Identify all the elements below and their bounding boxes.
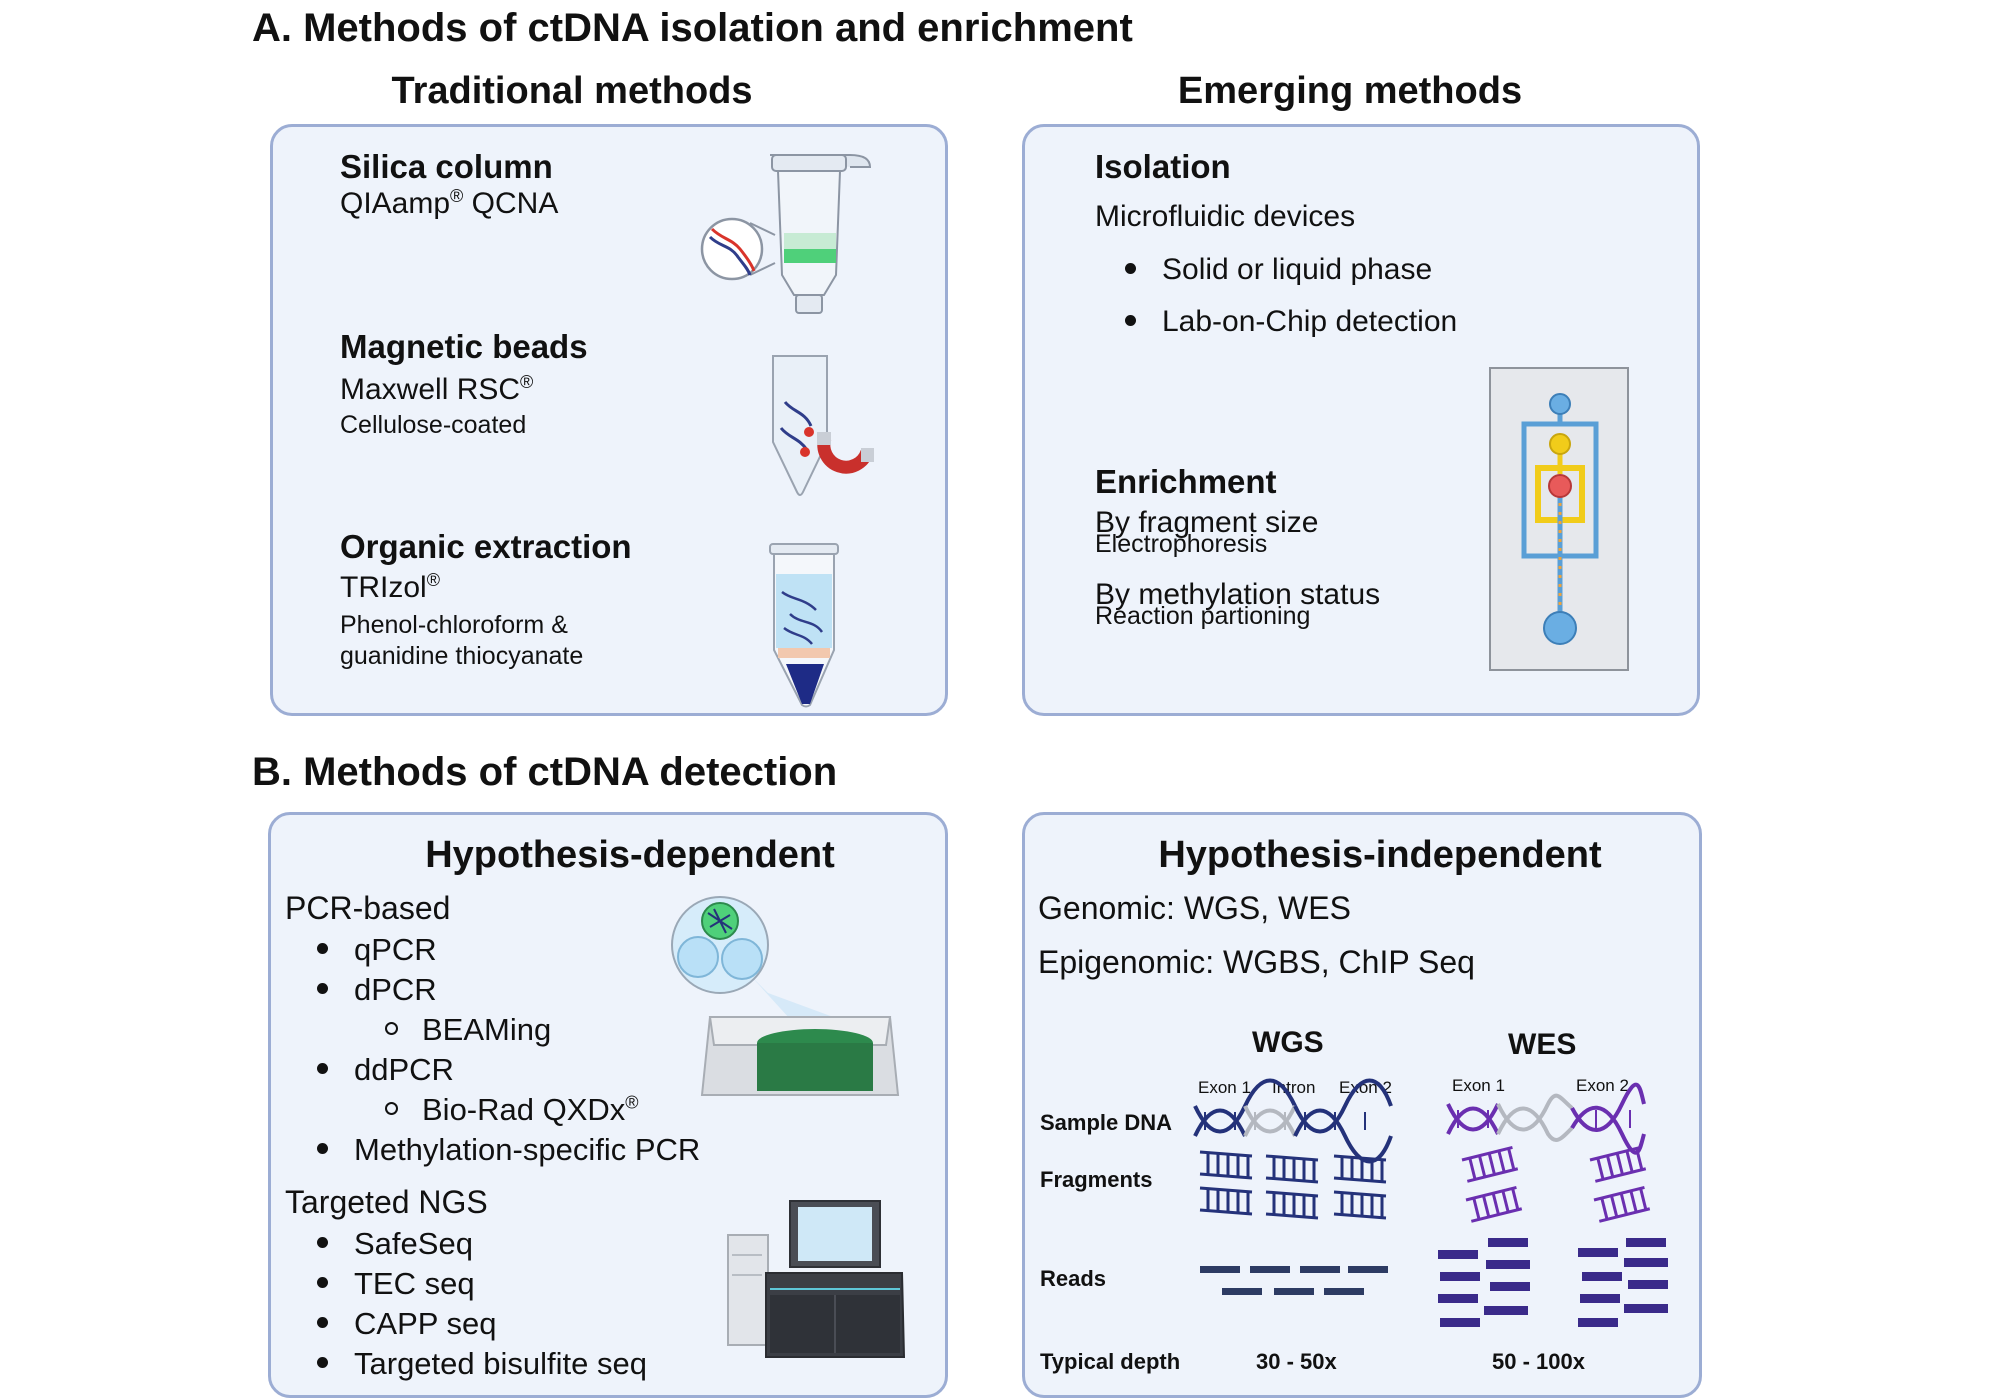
wgs-intron-label: Intron (1272, 1078, 1316, 1097)
isolation-bullet-1: Solid or liquid phase (1125, 253, 1432, 287)
dependent-header: Hypothesis-dependent (425, 834, 835, 876)
wes-sample-dna-icon (1446, 1082, 1646, 1155)
magnetic-note: Cellulose-coated (340, 411, 527, 439)
enrichment-title: Enrichment (1095, 463, 1277, 500)
isolation-subtitle: Microfluidic devices (1095, 200, 1356, 233)
safeseq-item: SafeSeq (317, 1226, 473, 1262)
wgs-sample-dna-icon (1193, 1078, 1393, 1164)
ddpcr-instrument-icon (671, 896, 900, 1096)
wgs-reads-icon (1200, 1266, 1388, 1295)
tecseq-item: TEC seq (317, 1266, 475, 1302)
organic-title: Organic extraction (340, 528, 632, 565)
pcr-based-label: PCR-based (285, 890, 451, 926)
wgs-title: WGS (1252, 1026, 1324, 1059)
organic-product: TRIzol® (340, 570, 440, 604)
wgs-fragments-icon (1199, 1150, 1387, 1220)
wes-depth: 50 - 100x (1492, 1349, 1585, 1374)
enrichment-line-1: By fragment size (1095, 506, 1319, 539)
typical-depth-label: Typical depth (1040, 1349, 1181, 1374)
reads-label: Reads (1040, 1266, 1107, 1291)
organic-note-2: guanidine thiocyanate (340, 642, 584, 670)
silica-column-icon (700, 154, 872, 314)
targeted-ngs-label: Targeted NGS (285, 1184, 488, 1220)
beaming-item: BEAMing (385, 1012, 551, 1048)
cappseq-item: CAPP seq (317, 1306, 496, 1342)
isolation-title: Isolation (1095, 148, 1231, 185)
magnetic-beads-icon (772, 355, 874, 496)
wes-exon2-label: Exon 2 (1576, 1076, 1629, 1095)
emerging-header: Emerging methods (1177, 70, 1523, 112)
qpcr-item: qPCR (317, 932, 437, 968)
ngs-sequencer-icon (727, 1200, 906, 1358)
organic-tube-icon (769, 543, 839, 708)
isolation-bullet-2: Lab-on-Chip detection (1125, 305, 1457, 339)
fragments-label: Fragments (1040, 1167, 1153, 1192)
epigenomic-line: Epigenomic: WGBS, ChIP Seq (1038, 944, 1475, 980)
traditional-header: Traditional methods (391, 70, 753, 112)
ddpcr-item: ddPCR (317, 1052, 454, 1088)
wes-reads-icon (1438, 1238, 1668, 1327)
section-a-title: A. Methods of ctDNA isolation and enrich… (252, 6, 1133, 50)
msp-item: Methylation-specific PCR (317, 1132, 700, 1168)
sample-dna-label: Sample DNA (1040, 1110, 1173, 1135)
magnetic-product: Maxwell RSC® (340, 372, 534, 406)
microfluidic-chip-icon (1489, 367, 1629, 671)
bisulfite-item: Targeted bisulfite seq (317, 1346, 647, 1382)
wes-title: WES (1508, 1028, 1577, 1061)
enrichment-line-2: By methylation status (1095, 578, 1381, 611)
silica-product: QIAamp® QCNA (340, 186, 559, 220)
independent-header: Hypothesis-independent (1158, 834, 1602, 876)
enrichment-line-1-sub: Electrophoresis (1095, 530, 1268, 558)
magnetic-title: Magnetic beads (340, 328, 588, 365)
wes-exon1-label: Exon 1 (1452, 1076, 1505, 1095)
biorad-item: Bio-Rad QXDx® (385, 1092, 639, 1128)
silica-title: Silica column (340, 148, 553, 185)
dpcr-item: dPCR (317, 972, 437, 1008)
organic-note-1: Phenol-chloroform & (340, 611, 568, 639)
wes-fragments-icon (1461, 1145, 1651, 1223)
wgs-exon1-label: Exon 1 (1198, 1078, 1251, 1097)
wgs-depth: 30 - 50x (1256, 1349, 1337, 1374)
genomic-line: Genomic: WGS, WES (1038, 890, 1351, 926)
enrichment-line-2-sub: Reaction partioning (1095, 602, 1311, 630)
section-b-title: B. Methods of ctDNA detection (252, 750, 838, 794)
